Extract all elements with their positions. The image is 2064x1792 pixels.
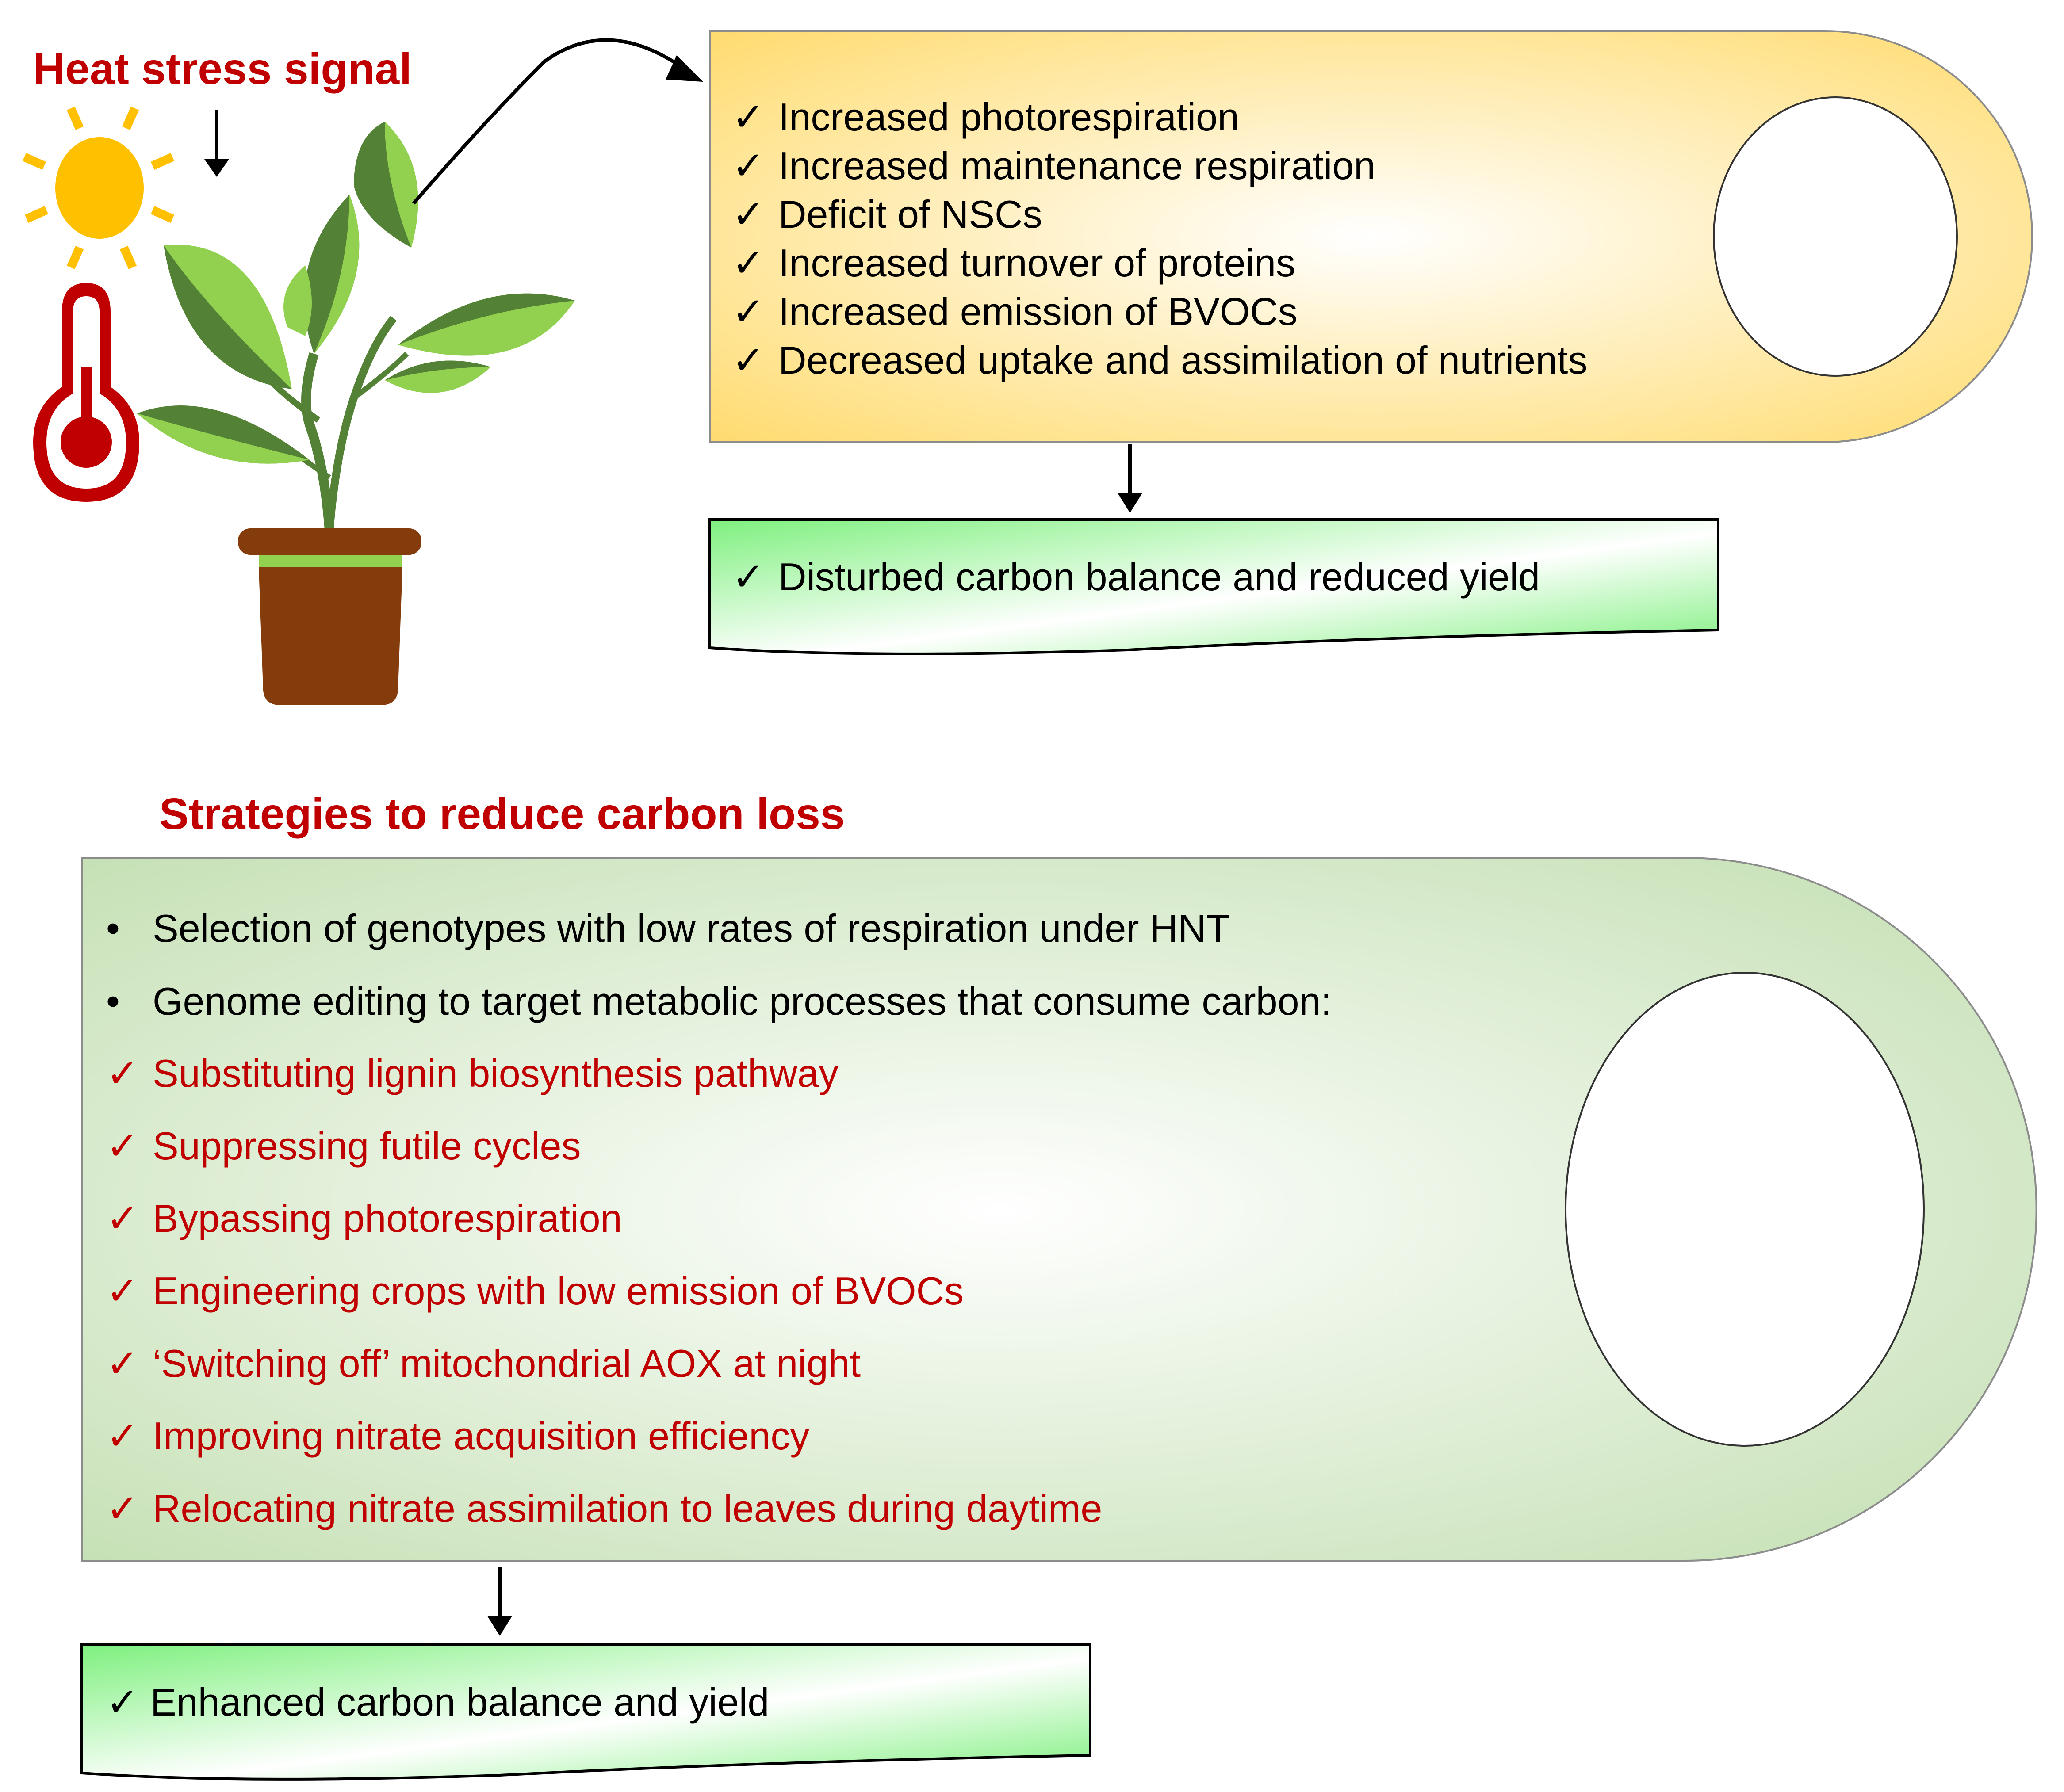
strategies-check: ✓ <box>106 1341 139 1385</box>
strategies-check-item: Engineering crops with low emission of B… <box>153 1269 964 1313</box>
strategies-bullet: • <box>106 979 120 1023</box>
effects-item: Increased turnover of proteins <box>778 241 1295 285</box>
thermometer-icon <box>33 283 139 502</box>
heat-signal-label: Heat stress signal <box>33 44 412 94</box>
sun-icon <box>22 106 175 270</box>
effects-check: ✓ <box>732 338 765 382</box>
effects-box-hole <box>1713 96 1958 377</box>
strategies-check: ✓ <box>106 1051 139 1095</box>
strategies-check: ✓ <box>106 1486 139 1530</box>
effects-check: ✓ <box>732 241 765 285</box>
curved-arrow-icon <box>412 38 691 205</box>
outcome-enhanced-check: ✓ <box>106 1680 139 1724</box>
effects-item: Increased maintenance respiration <box>778 144 1375 187</box>
strategies-box-hole <box>1565 972 1925 1447</box>
outcome-disturbed-text: Disturbed carbon balance and reduced yie… <box>778 555 1540 599</box>
strategies-bullet-item: Selection of genotypes with low rates of… <box>153 906 1230 950</box>
strategies-bullet-item: Genome editing to target metabolic proce… <box>153 979 1332 1023</box>
strategies-check-item: Suppressing futile cycles <box>153 1124 581 1168</box>
strategies-check: ✓ <box>106 1124 139 1168</box>
outcome-disturbed-box <box>708 518 1719 655</box>
effects-check: ✓ <box>732 144 765 187</box>
outcome-enhanced-text: Enhanced carbon balance and yield <box>150 1680 769 1724</box>
effects-check: ✓ <box>732 95 765 139</box>
down-arrow-icon <box>1118 444 1142 513</box>
down-arrow-icon <box>204 110 229 177</box>
effects-check: ✓ <box>732 192 765 236</box>
outcome-disturbed-check: ✓ <box>732 555 765 599</box>
effects-box <box>709 30 2033 443</box>
strategies-title: Strategies to reduce carbon loss <box>159 789 845 839</box>
effects-item: Decreased uptake and assimilation of nut… <box>778 338 1587 382</box>
effects-list: ✓ Increased photorespiration ✓ Increased… <box>732 95 1587 382</box>
strategies-check-item: Substituting lignin biosynthesis pathway <box>153 1051 839 1095</box>
down-arrow-icon <box>487 1567 512 1636</box>
effects-check: ✓ <box>732 290 765 333</box>
strategies-check-item: Improving nitrate acquisition efficiency <box>153 1414 809 1458</box>
strategies-check-item: Bypassing photorespiration <box>153 1196 622 1240</box>
strategies-check: ✓ <box>106 1414 139 1458</box>
outcome-enhanced-box <box>80 1643 1091 1781</box>
strategies-bullet: • <box>106 906 120 950</box>
strategies-check: ✓ <box>106 1269 139 1313</box>
strategies-check-item: ‘Switching off’ mitochondrial AOX at nig… <box>153 1341 861 1385</box>
effects-item: Increased photorespiration <box>778 95 1239 139</box>
strategies-list: • Selection of genotypes with low rates … <box>106 906 1332 1530</box>
curved-arrow-head <box>666 55 703 82</box>
strategies-box <box>81 857 2037 1562</box>
strategies-check-item: Relocating nitrate assimilation to leave… <box>153 1486 1102 1530</box>
effects-item: Increased emission of BVOCs <box>778 290 1298 333</box>
effects-item: Deficit of NSCs <box>778 192 1042 236</box>
plant-pot-icon <box>137 122 575 705</box>
strategies-check: ✓ <box>106 1196 139 1240</box>
